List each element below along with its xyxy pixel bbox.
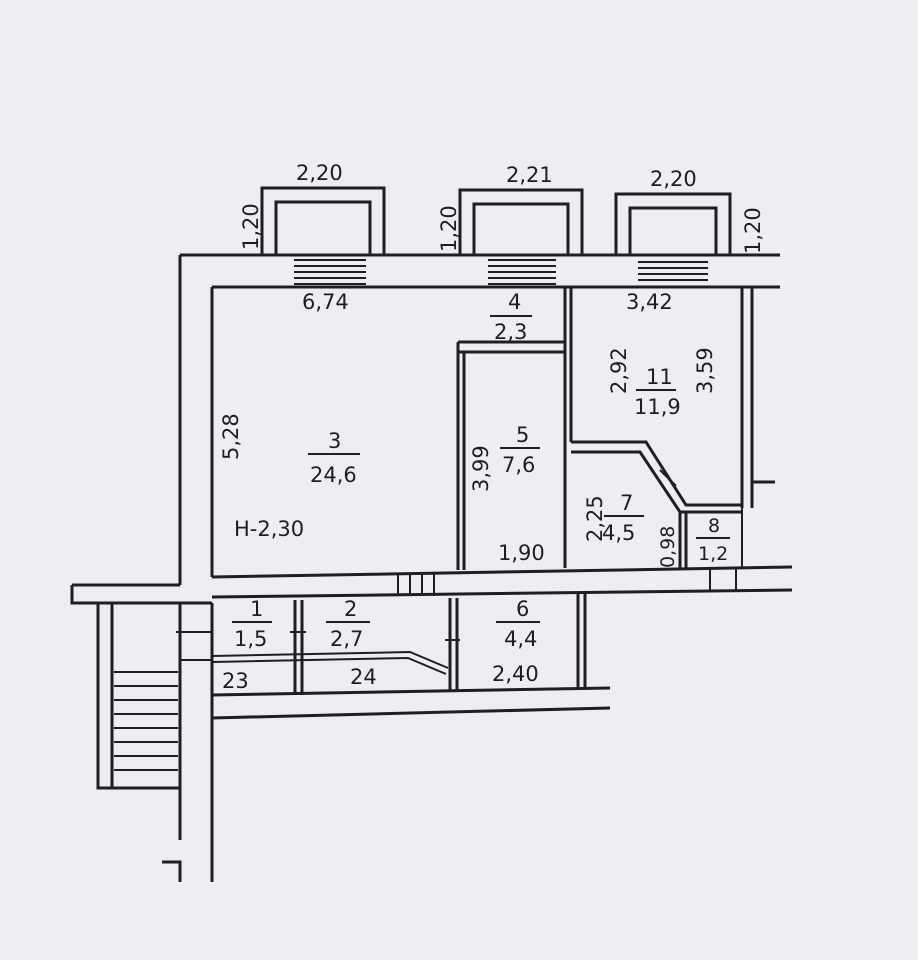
room11-number: 11 [646,365,673,389]
room5-number: 5 [516,423,529,447]
room3-number: 3 [328,429,341,453]
bay3-depth-label: 1,20 [741,207,765,254]
room6-area: 4,4 [504,627,537,651]
room3-width-label: 6,74 [302,290,349,314]
room7-area: 4,5 [602,521,635,545]
corridor-mark-23: 23 [222,669,249,693]
room4-area: 2,3 [494,320,527,344]
room11-right-label: 3,59 [693,347,717,394]
lower-rooms [176,592,611,720]
corridor-mark-24: 24 [350,665,377,689]
room2-number: 2 [344,597,357,621]
bay-window-2 [458,188,584,285]
room2-area: 2,7 [330,627,363,651]
bay1-depth-label: 1,20 [239,203,263,250]
bay1-width-label: 2,20 [296,161,343,185]
room7-height-label: 2,25 [583,495,607,542]
room5-area: 7,6 [502,453,535,477]
room11-area: 11,9 [634,395,681,419]
room7-number: 7 [620,491,633,515]
room1-number: 1 [250,597,263,621]
interior-walls [397,287,743,596]
ceiling-height-label: H-2,30 [234,517,304,541]
room4-number: 4 [508,290,521,314]
room5-height-label: 3,99 [469,445,493,492]
bay2-depth-label: 1,20 [437,205,461,252]
bay-window-1 [260,186,386,285]
exterior-walls [70,253,793,882]
room8-number: 8 [708,515,720,537]
room6-number: 6 [516,597,529,621]
room3-area: 24,6 [310,463,357,487]
staircase [96,603,212,790]
bay3-width-label: 2,20 [650,167,697,191]
room5-width-label: 1,90 [498,541,545,565]
bay2-width-label: 2,21 [506,163,553,187]
room8-area: 1,2 [698,543,728,565]
room6-width-label: 2,40 [492,662,539,686]
room8-height-label: 0,98 [657,526,679,568]
room1-area: 1,5 [234,627,267,651]
bay-window-3 [614,192,732,281]
room11-left-label: 2,92 [607,347,631,394]
room11-width-label: 3,42 [626,290,673,314]
room3-height-label: 5,28 [219,413,243,460]
